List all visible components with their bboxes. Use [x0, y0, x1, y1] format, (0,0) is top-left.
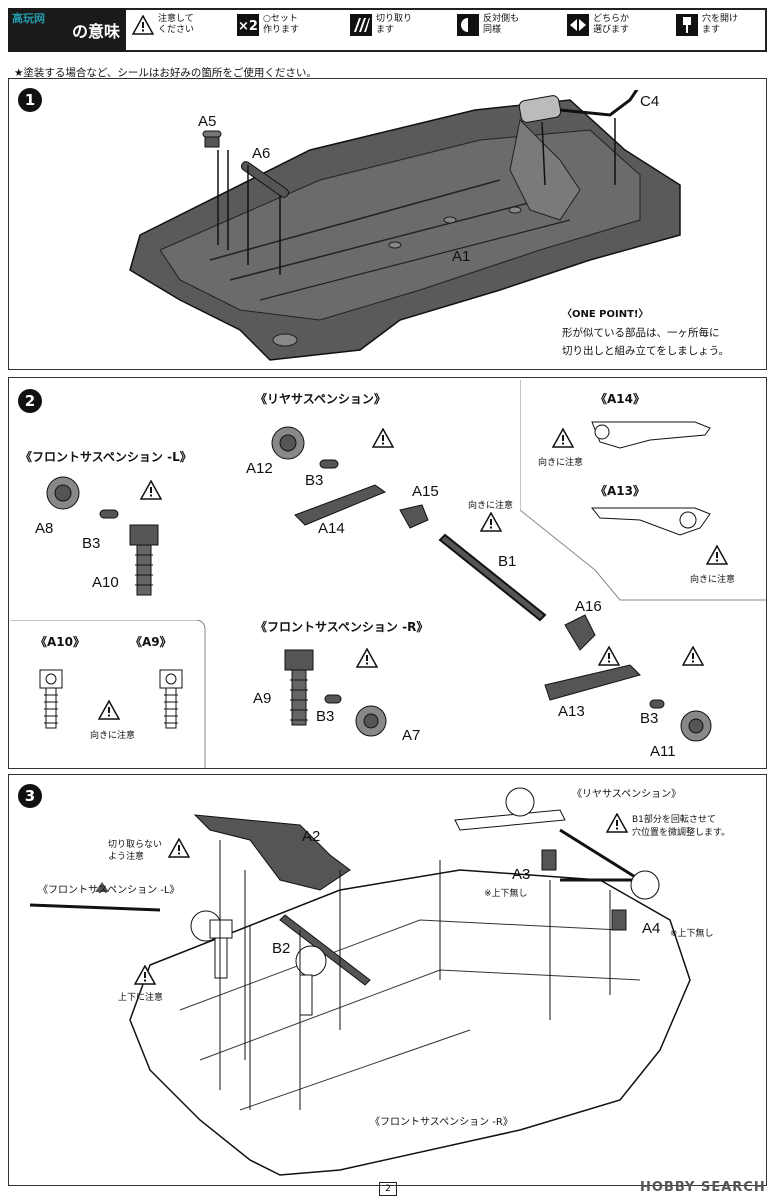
warning-icon [606, 813, 628, 833]
step-1-frame [8, 78, 767, 370]
front-l-title: 《フロントサスペンション -L》 [20, 450, 192, 464]
label-b3-rear: B3 [305, 472, 324, 489]
intro-note: ★塗装する場合など、シールはお好みの箇所をご使用ください。 [14, 67, 317, 79]
b1-rotate-note-2: 穴位置を微調整します。 [632, 828, 731, 838]
rear-suspension-title-3: 《リヤサスペンション》 [572, 789, 682, 800]
warning-icon [480, 512, 502, 532]
rear-title: 《リヤサスペンション》 [255, 392, 386, 406]
label-b3-front-l: B3 [82, 535, 101, 552]
front-r-title: 《フロントサスペンション -R》 [255, 620, 429, 634]
a14-a13-detail-box [520, 380, 766, 601]
b1-rotate-note-1: B1部分を回転させて [632, 815, 716, 825]
a10-title: 《A10》 [35, 635, 85, 649]
warning-icon [132, 14, 154, 35]
one-point-text-1: 形が似ている部品は、一ヶ所毎に [562, 327, 720, 339]
a13-orientation-note: 向きに注意 [690, 575, 736, 585]
a4-no-updown-note: ※上下無し [670, 929, 714, 939]
a14-title: 《A14》 [595, 392, 645, 406]
legend-item-cut: 切り取り ます [350, 14, 412, 36]
label-b3-front-r: B3 [316, 708, 335, 725]
warning-icon [372, 428, 394, 448]
a14-orientation-note: 向きに注意 [538, 458, 584, 468]
warning-icon [140, 480, 162, 500]
label-a5: A5 [198, 113, 217, 130]
no-cut-note-1: 切り取らない [108, 840, 163, 850]
warning-icon [598, 646, 620, 666]
cut-icon [350, 14, 372, 36]
label-b3-rear-r: B3 [640, 710, 659, 727]
no-cut-note-2: よう注意 [108, 852, 145, 862]
label-a9: A9 [253, 690, 272, 707]
one-point-text-2: 切り出しと組み立てをしましょう。 [562, 345, 730, 357]
b1-orientation-note: 向きに注意 [468, 501, 514, 511]
warning-icon [682, 646, 704, 666]
watermark: HOBBY SEARCH [640, 1180, 766, 1195]
warning-icon [552, 428, 574, 448]
label-a13: A13 [558, 703, 585, 720]
warning-icon [706, 545, 728, 565]
step-1-chassis-illustration [129, 90, 681, 361]
step-3-number: 3 [18, 784, 42, 808]
label-b2: B2 [272, 940, 291, 957]
times-two-icon: ×2 [237, 14, 259, 36]
label-a14: A14 [318, 520, 345, 537]
legend-item-opposite: 反対側も 同様 [457, 14, 519, 36]
one-point-title: 〈ONE POINT!〉 [562, 309, 649, 320]
step-3-frame [8, 774, 767, 1186]
legend-item-warning: 注意して ください [132, 14, 194, 36]
opposite-side-icon [457, 14, 479, 36]
label-a7: A7 [402, 727, 421, 744]
step-2-frame [8, 377, 767, 769]
label-a15: A15 [412, 483, 439, 500]
a9-title: 《A9》 [130, 635, 172, 649]
drill-hole-icon [676, 14, 698, 36]
label-a11: A11 [650, 743, 676, 760]
label-a16: A16 [575, 598, 602, 615]
updown-note: 上下に注意 [118, 993, 164, 1003]
label-a6: A6 [252, 145, 271, 162]
either-icon [567, 14, 589, 36]
label-a3: A3 [512, 866, 531, 883]
warning-icon [168, 838, 190, 858]
label-a4: A4 [642, 920, 661, 937]
page-number: 2 [379, 1182, 397, 1196]
legend-item-either: どちらか 選びます [567, 14, 629, 36]
legend-item-times-two: ×2 ○セット 作ります [237, 14, 300, 36]
label-a8: A8 [35, 520, 54, 537]
legend-item-drill: 穴を開け ます [676, 14, 738, 36]
warning-icon [356, 648, 378, 668]
front-r-title-3: 《フロントサスペンション -R》 [370, 1117, 513, 1128]
label-a10: A10 [92, 574, 119, 591]
warning-icon [98, 700, 120, 720]
step-1-number: 1 [18, 88, 42, 112]
label-a2: A2 [302, 828, 321, 845]
label-c4: C4 [640, 93, 660, 110]
svg-text:×2: ×2 [238, 19, 258, 34]
step-2-number: 2 [18, 389, 42, 413]
watermark-logo: 高玩网 [12, 12, 45, 25]
step-2-parts-illustration [46, 426, 712, 742]
legend-title: 高玩网 の意味 [8, 8, 126, 52]
a3-no-updown-note: ※上下無し [484, 889, 528, 899]
label-a12: A12 [246, 460, 273, 477]
front-l-title-3: 《フロントサスペンション -L》 [38, 885, 180, 896]
label-a1: A1 [452, 248, 471, 265]
step-3-assembly-illustration [29, 787, 691, 1176]
label-b1: B1 [498, 553, 517, 570]
a10-a9-orientation-note: 向きに注意 [90, 731, 136, 741]
a10-a9-detail-box [10, 620, 206, 768]
warning-icon [134, 965, 156, 985]
a13-title: 《A13》 [595, 484, 645, 498]
